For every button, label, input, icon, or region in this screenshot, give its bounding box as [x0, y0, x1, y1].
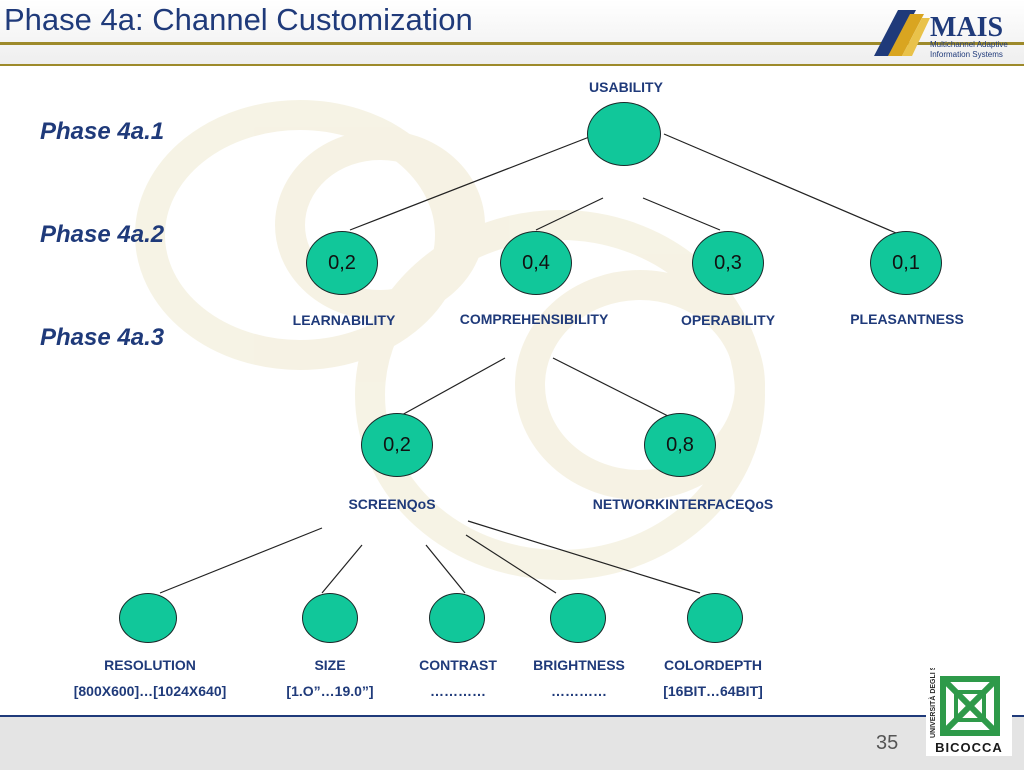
- node-networkinterfaceqos: 0,8: [644, 413, 716, 477]
- edge-colordepth: [467, 520, 701, 594]
- range-size: [1.O”…19.0”]: [286, 683, 374, 699]
- edge-root-learnability: [349, 133, 598, 231]
- range-contrast: …………: [430, 683, 486, 699]
- edge-root-pleasantness: [663, 133, 904, 237]
- logo-brand: MAIS: [930, 12, 1003, 43]
- node-contrast: [429, 593, 485, 643]
- node-resolution: [119, 593, 177, 643]
- phase-label-4a2: Phase 4a.2: [40, 221, 165, 248]
- node-brightness: [550, 593, 606, 643]
- header-bar: [0, 0, 1024, 66]
- label-comprehensibility: COMPREHENSIBILITY: [459, 311, 609, 327]
- node-screenqos: 0,2: [361, 413, 433, 477]
- edge-comprehensibility: [535, 197, 604, 231]
- label-size: SIZE: [314, 657, 346, 673]
- label-operability: OPERABILITY: [680, 312, 776, 328]
- label-contrast: CONTRAST: [419, 657, 497, 673]
- page-number: 35: [876, 732, 899, 754]
- uni-logo-top-text: UNIVERSITÀ DEGLI STUDI DI MILANO: [928, 668, 937, 738]
- edge-networkqos: [552, 357, 669, 417]
- phase-label-4a3: Phase 4a.3: [40, 324, 165, 351]
- edge-resolution: [159, 527, 323, 594]
- bicocca-university-logo: UNIVERSITÀ DEGLI STUDI DI MILANO BICOCCA: [926, 610, 1012, 756]
- uni-logo-bicocca: BICOCCA: [935, 740, 1003, 755]
- range-colordepth: [16BIT…64BIT]: [663, 683, 763, 699]
- edge-brightness: [465, 534, 557, 594]
- label-brightness: BRIGHTNESS: [533, 657, 625, 673]
- range-brightness: …………: [551, 683, 607, 699]
- edge-screenqos: [399, 357, 506, 417]
- node-operability: 0,3: [692, 231, 764, 295]
- node-label-usability: USABILITY: [589, 79, 663, 95]
- background-watermark: [135, 100, 765, 580]
- edge-operability: [642, 197, 721, 231]
- logo-line2: Information Systems: [930, 50, 1003, 59]
- label-networkinterfaceqos: NETWORKINTERFACEQoS: [592, 496, 774, 512]
- edge-contrast: [425, 544, 466, 594]
- node-colordepth: [687, 593, 743, 643]
- edge-size: [321, 544, 363, 594]
- label-resolution: RESOLUTION: [104, 657, 196, 673]
- node-pleasantness: 0,1: [870, 231, 942, 295]
- node-size: [302, 593, 358, 643]
- phase-label-4a1: Phase 4a.1: [40, 118, 165, 145]
- label-learnability: LEARNABILITY: [292, 312, 396, 328]
- node-usability: [587, 102, 661, 166]
- mais-logo: MAIS Multichannel Adaptive Information S…: [874, 10, 1008, 59]
- slide-title: Phase 4a: Channel Customization: [4, 2, 473, 37]
- header-divider: [0, 42, 1024, 45]
- node-comprehensibility: 0,4: [500, 231, 572, 295]
- logo-line1: Multichannel Adaptive: [930, 40, 1008, 49]
- node-learnability: 0,2: [306, 231, 378, 295]
- range-resolution: [800X600]…[1024X640]: [73, 683, 227, 699]
- label-screenqos: SCREENQoS: [348, 496, 436, 512]
- label-pleasantness: PLEASANTNESS: [850, 311, 964, 327]
- label-colordepth: COLORDEPTH: [664, 657, 762, 673]
- header-divider-bottom: [0, 64, 1024, 66]
- bicocca-emblem: UNIVERSITÀ DEGLI STUDI DI MILANO BICOCCA: [926, 610, 1012, 756]
- footer-bar: [0, 715, 1024, 770]
